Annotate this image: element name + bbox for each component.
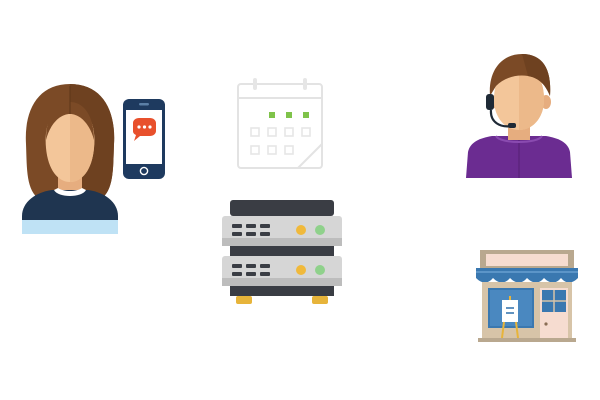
storefront-icon	[476, 248, 578, 342]
smartphone-chat-icon	[122, 98, 166, 180]
calendar-icon	[236, 76, 326, 172]
support-agent-headset-icon	[466, 52, 572, 178]
customer-avatar-icon	[18, 82, 122, 234]
server-rack-icon	[220, 196, 344, 308]
